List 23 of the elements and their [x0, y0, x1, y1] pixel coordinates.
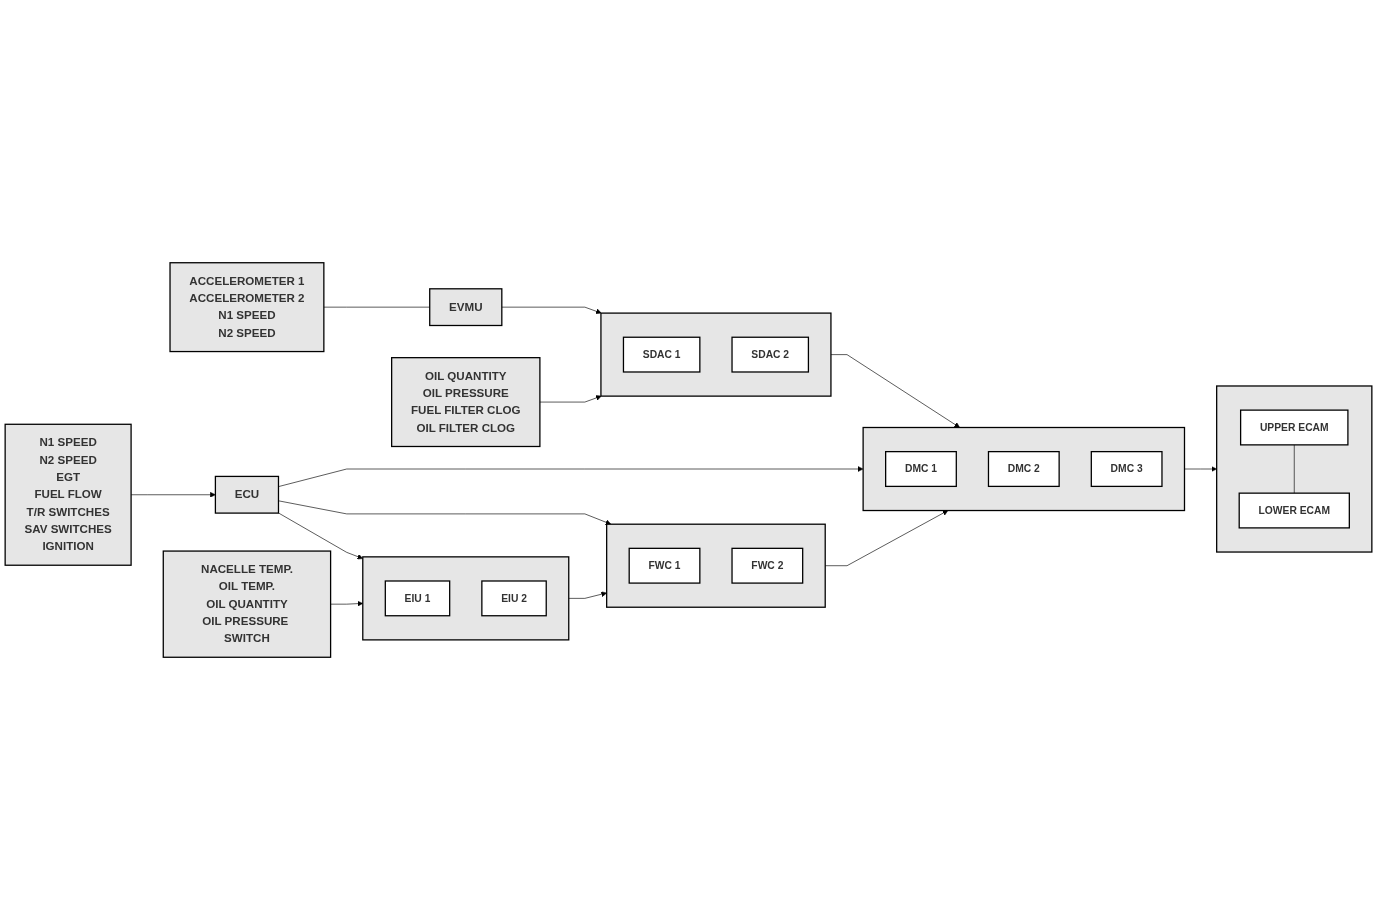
cluster — [862, 426, 1186, 512]
node-box: ACCELEROMETER 1 ACCELEROMETER 2 N1 SPEED N2 SPEED — [169, 262, 325, 353]
node-box: SDAC 1 — [622, 336, 701, 373]
node-box: OIL QUANTITY OIL PRESSURE FUEL FILTER CLOG OIL FILTER CLOG — [391, 357, 541, 448]
cluster — [600, 312, 832, 397]
node-box: FWC 1 — [628, 547, 701, 584]
node-box: LOWER ECAM — [1238, 492, 1350, 529]
node-box: DMC 2 — [987, 451, 1060, 488]
node-box: ECU — [214, 475, 280, 514]
node-box: DMC 3 — [1090, 451, 1163, 488]
node-box: SDAC 2 — [731, 336, 810, 373]
cluster — [1216, 385, 1373, 553]
cluster — [362, 556, 570, 641]
node-box: NACELLE TEMP. OIL TEMP. OIL QUANTITY OIL PRESSURE SWITCH — [162, 550, 332, 658]
cluster — [606, 523, 826, 608]
node-box: EIU 2 — [481, 580, 547, 617]
node-box: EVMU — [429, 288, 503, 327]
node-box: UPPER ECAM — [1239, 409, 1349, 446]
node-box: FWC 2 — [731, 547, 804, 584]
node-box: EIU 1 — [384, 580, 451, 617]
node-box: N1 SPEED N2 SPEED EGT FUEL FLOW T/R SWITCHES SAV SWITCHES IGNITION — [4, 423, 132, 566]
node-box: DMC 1 — [885, 451, 957, 488]
connector — [1293, 444, 1295, 494]
